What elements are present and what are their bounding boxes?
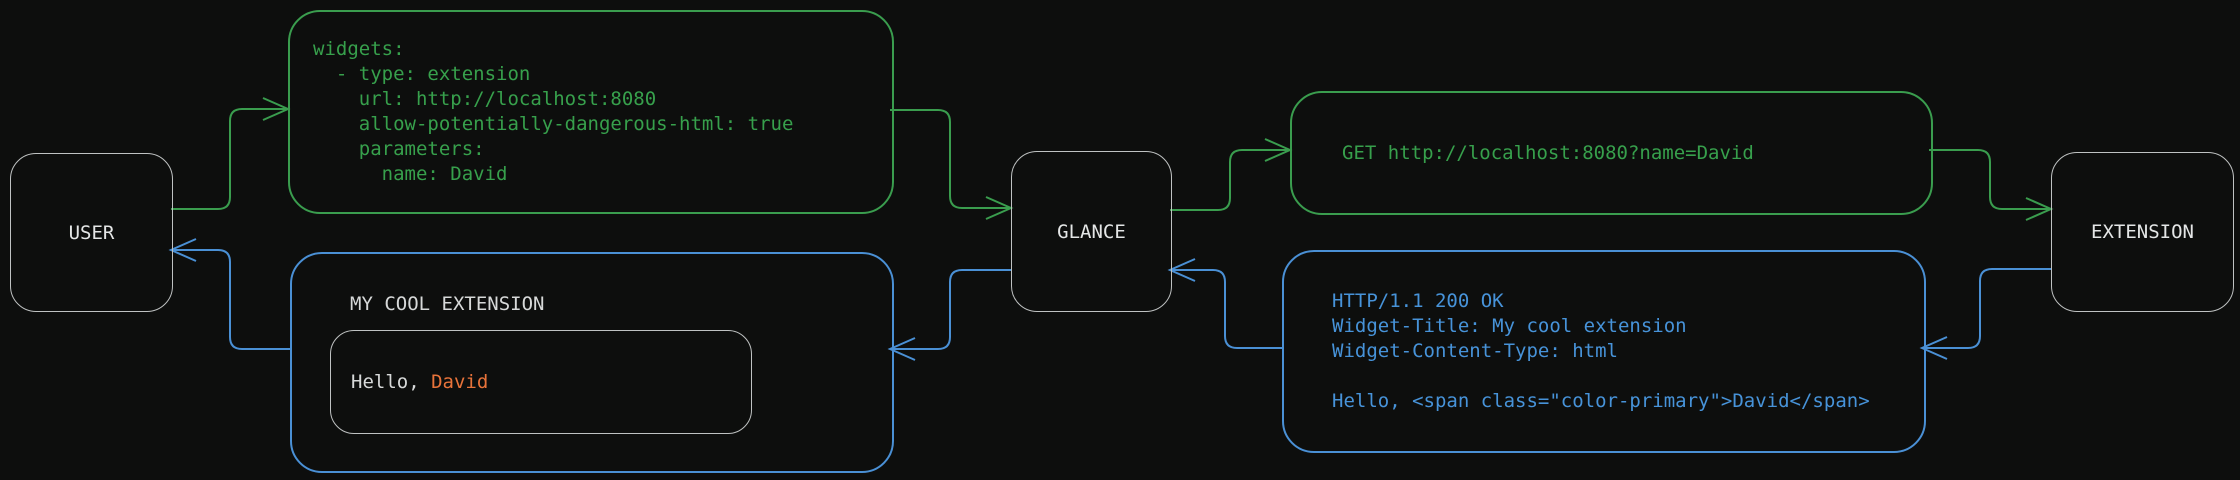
http-response-code: HTTP/1.1 200 OK Widget-Title: My cool ex… <box>1332 290 1870 412</box>
edge-widget-to-user <box>168 238 290 350</box>
edge-config-to-glance <box>890 109 1014 220</box>
config-yaml-code: widgets: - type: extension url: http://l… <box>313 38 794 185</box>
arrowhead-left-icon <box>168 238 197 262</box>
node-glance-label: GLANCE <box>1057 220 1126 243</box>
config-yaml-box: widgets: - type: extension url: http://l… <box>288 10 894 214</box>
edge-user-to-config <box>171 97 291 210</box>
arrowhead-right-icon <box>262 97 291 121</box>
edge-glance-to-request <box>1170 138 1293 211</box>
greeting-prefix: Hello, <box>351 371 432 393</box>
greeting-name: David <box>431 371 489 393</box>
rendered-widget-box: MY COOL EXTENSION Hello, David <box>290 252 894 473</box>
edge-request-to-extension <box>1929 149 2054 221</box>
widget-content-box: Hello, David <box>330 330 752 434</box>
http-request-text: GET http://localhost:8080?name=David <box>1342 141 1754 164</box>
edge-glance-to-widget <box>887 269 1011 361</box>
arrowhead-right-icon <box>1264 138 1293 162</box>
edge-extension-to-response <box>1919 268 2051 360</box>
node-extension-label: EXTENSION <box>2091 221 2194 243</box>
arrowhead-left-icon <box>1167 258 1196 282</box>
edge-response-to-glance <box>1167 258 1282 349</box>
http-request-box: GET http://localhost:8080?name=David <box>1290 91 1933 215</box>
node-user: USER <box>10 153 173 312</box>
http-response-box: HTTP/1.1 200 OK Widget-Title: My cool ex… <box>1282 250 1926 453</box>
node-glance: GLANCE <box>1011 151 1172 312</box>
arrowhead-right-icon <box>2025 197 2054 221</box>
widget-greeting: Hello, David <box>331 371 488 393</box>
node-user-label: USER <box>68 221 115 244</box>
widget-title: MY COOL EXTENSION <box>350 293 545 315</box>
arrowhead-right-icon <box>985 196 1014 220</box>
node-extension: EXTENSION <box>2051 152 2234 312</box>
